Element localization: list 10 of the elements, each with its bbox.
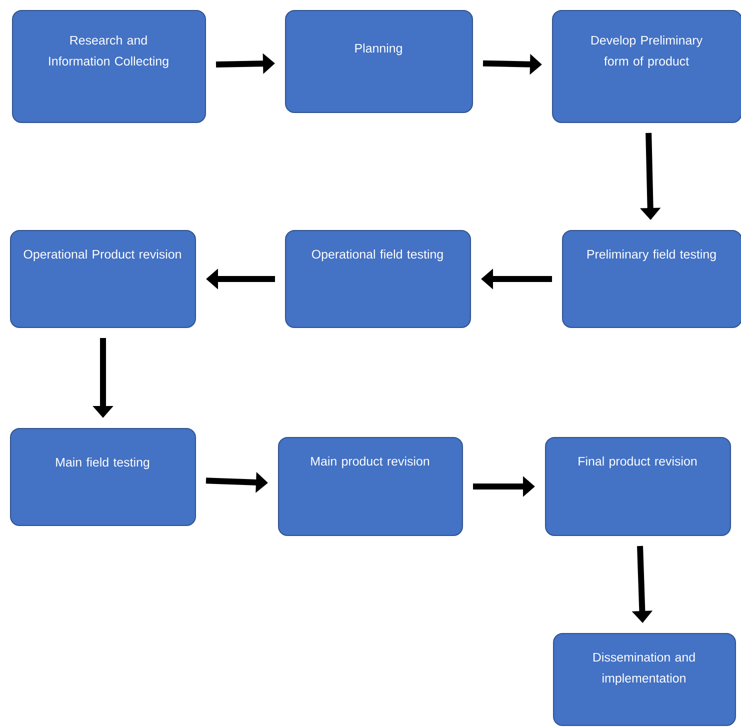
process-box: Preliminary field testing bbox=[562, 230, 741, 328]
process-box: Dissemination and implementation bbox=[553, 633, 736, 726]
process-box: Operational Product revision bbox=[10, 230, 196, 328]
process-box: Main field testing bbox=[10, 428, 196, 526]
process-box: Develop Preliminary form of product bbox=[552, 10, 741, 123]
process-box: Research and Information Collecting bbox=[12, 10, 206, 123]
process-box: Final product revision bbox=[545, 437, 731, 536]
process-box: Main product revision bbox=[278, 437, 463, 536]
process-box: Planning bbox=[285, 10, 473, 113]
process-box: Operational field testing bbox=[285, 230, 471, 328]
